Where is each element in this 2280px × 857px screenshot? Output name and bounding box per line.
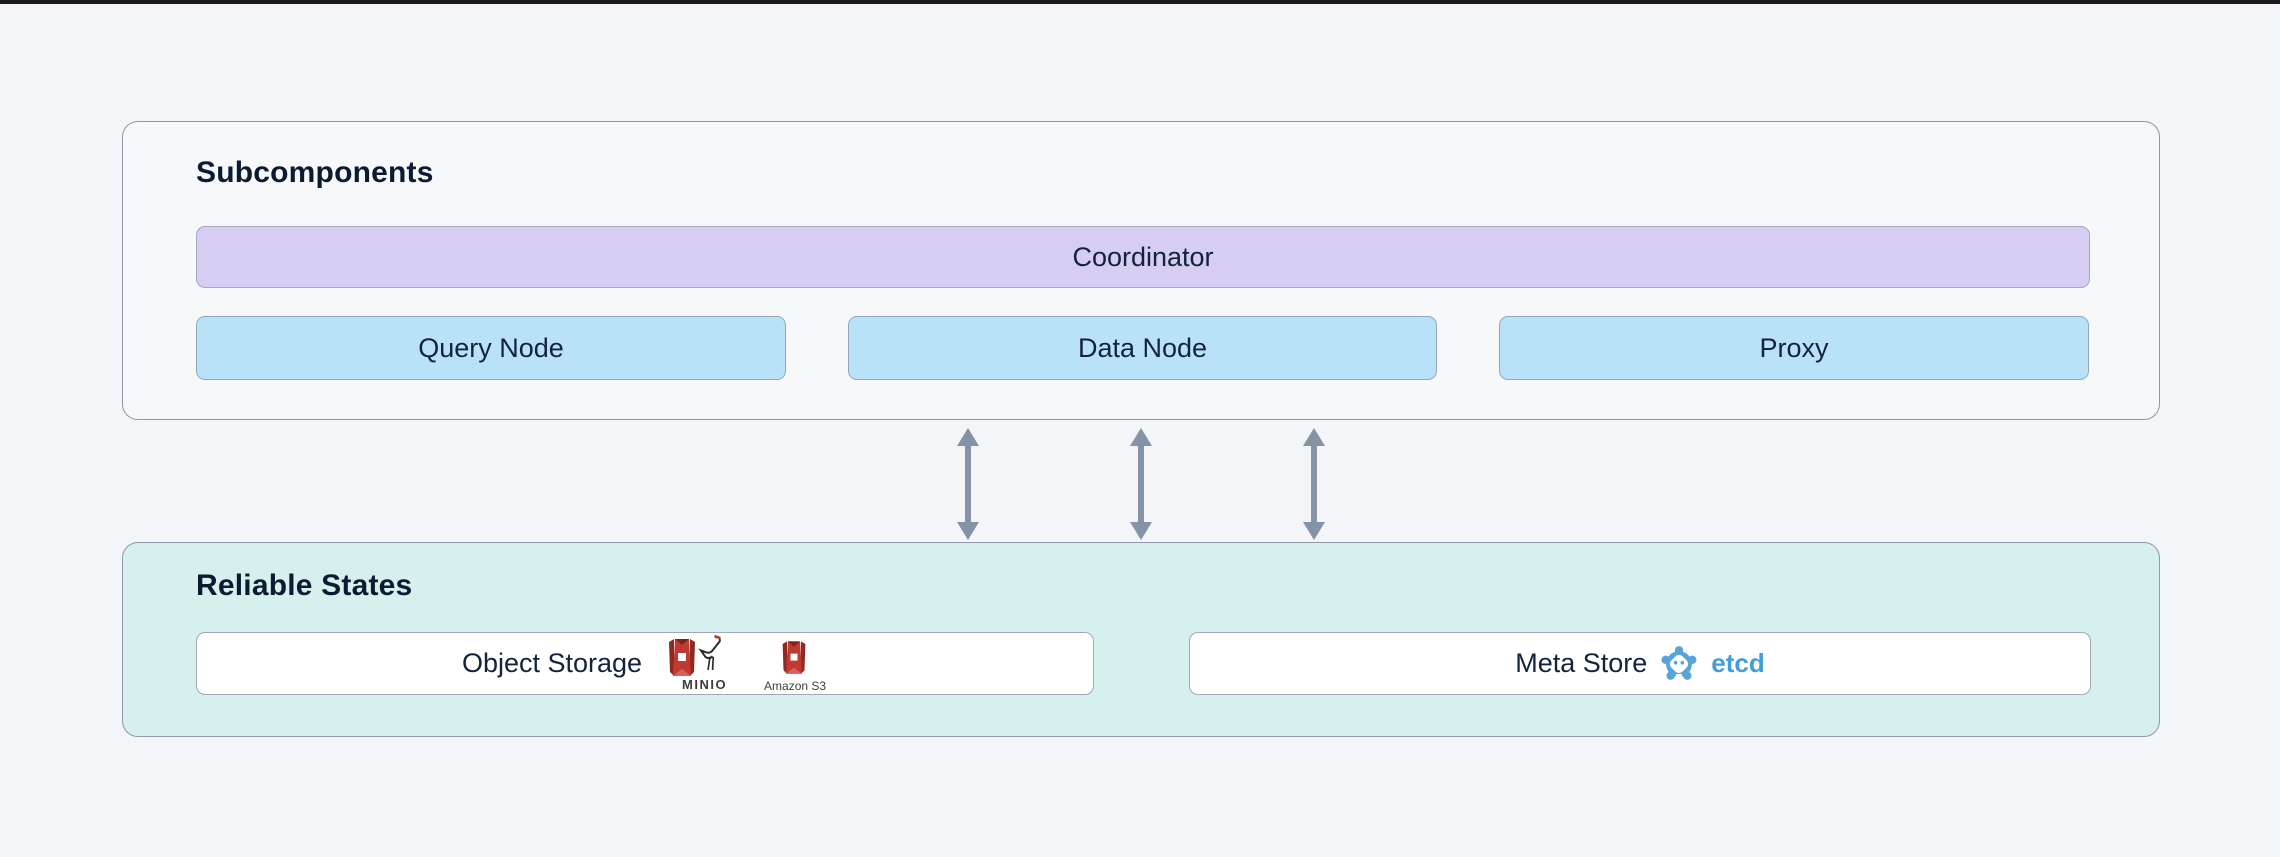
subcomponents-panel: Subcomponents Coordinator Query Node Dat… [122, 121, 2160, 420]
coordinator-box: Coordinator [196, 226, 2090, 288]
minio-caption: MINIO [682, 676, 728, 692]
object-storage-label: Object Storage [461, 648, 643, 678]
data-node-box: Data Node [848, 316, 1437, 380]
coordinator-label: Coordinator [1072, 241, 1214, 272]
minio-bird-icon [698, 634, 721, 670]
query-node-label: Query Node [418, 332, 564, 363]
meta-store-label: Meta Store [1515, 648, 1648, 678]
etcd-caption: etcd [1711, 648, 1765, 678]
query-node-box: Query Node [196, 316, 786, 380]
minio-bucket-icon [669, 638, 696, 676]
bidirectional-arrow-icon [1130, 428, 1152, 540]
proxy-box: Proxy [1499, 316, 2089, 380]
amazon-s3-bucket-icon [782, 640, 806, 674]
reliable-states-title: Reliable States [196, 569, 413, 602]
meta-store-content: Meta Store etcd [1515, 644, 1765, 684]
bidirectional-arrow-icon [957, 428, 979, 540]
data-node-label: Data Node [1077, 332, 1208, 363]
object-storage-box: Object Storage MINIO [196, 632, 1094, 695]
amazon-s3-caption: Amazon S3 [764, 678, 827, 693]
window-top-border [0, 0, 2280, 4]
proxy-label: Proxy [1759, 332, 1829, 363]
reliable-states-panel: Reliable States Object Storage MINIO [122, 542, 2160, 737]
minio-logo: MINIO [664, 634, 740, 695]
subcomponents-title: Subcomponents [196, 156, 434, 189]
amazon-s3-logo: Amazon S3 [762, 637, 828, 695]
bidirectional-arrow-icon [1303, 428, 1325, 540]
meta-store-box: Meta Store etcd [1189, 632, 2091, 695]
etcd-icon [1661, 645, 1697, 681]
